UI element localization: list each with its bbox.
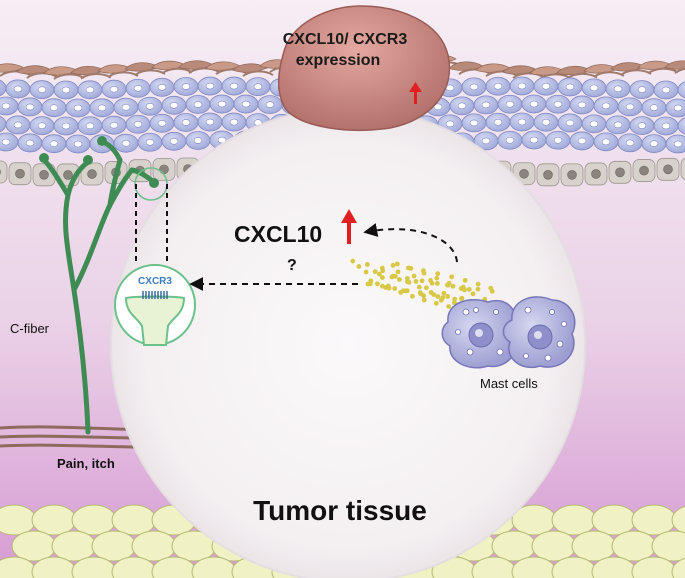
cxcr3-label: CXCR3 [138, 276, 172, 287]
mast-cell-icon [441, 296, 576, 369]
cxcr3-receptor-icon [142, 291, 168, 299]
tumor-expression-line2: expression [295, 52, 381, 69]
mast-cell-granules [350, 258, 506, 315]
pain-itch-label: Pain, itch [57, 456, 115, 471]
tumor-expression-line1: CXCL10/ CXCR3 [282, 31, 408, 48]
c-fiber-label: C-fiber [10, 321, 50, 336]
cxcl10-label: CXCL10 [234, 221, 323, 247]
zoom-connector [135, 184, 168, 262]
tumor-mass [278, 5, 451, 131]
up-arrow-icon [341, 209, 357, 244]
tumor-expression-label: CXCL10/ CXCR3 expression [255, 32, 435, 69]
up-arrow-icon [409, 82, 422, 104]
dashed-arrow-icon [363, 223, 458, 263]
mast-cells-label: Mast cells [480, 376, 538, 391]
nerve-endings [39, 136, 159, 188]
nerve-terminal [124, 295, 186, 346]
question-label: ? [287, 257, 297, 274]
tumor-tissue-label: Tumor tissue [253, 495, 427, 526]
